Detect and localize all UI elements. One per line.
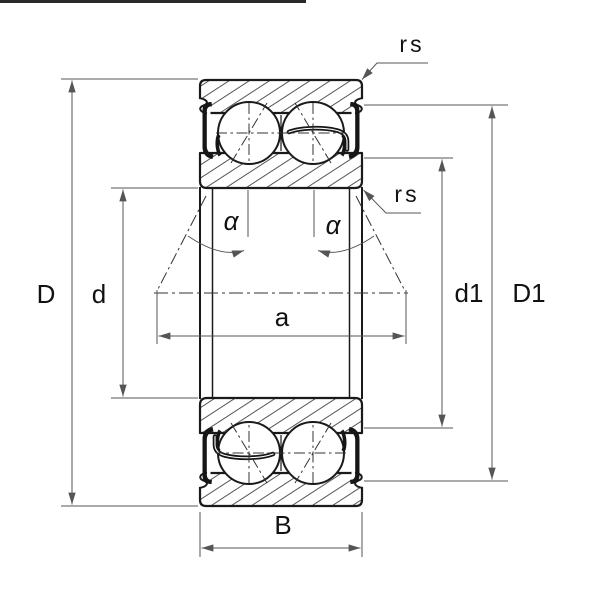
label-rs-top: rs [399, 31, 424, 57]
rs-leader-inner [363, 189, 421, 214]
label-a: a [275, 302, 290, 332]
dimension-d1 [364, 157, 453, 429]
label-rs-inner: rs [394, 181, 419, 207]
label-d: d [92, 279, 106, 309]
label-D: D [37, 279, 56, 309]
label-alpha-right: α [326, 210, 342, 240]
alpha-arc-left [187, 235, 245, 258]
dimension-d [111, 187, 198, 399]
dimension-a [156, 290, 407, 344]
contact-line-right [355, 195, 406, 292]
bore-region [154, 187, 408, 399]
label-D1: D1 [512, 278, 545, 308]
label-B: B [274, 510, 291, 540]
label-alpha-left: α [224, 206, 240, 236]
contact-angle-annotation [187, 190, 375, 258]
rs-leader-top [361, 62, 428, 80]
alpha-arc-right [317, 235, 375, 258]
contact-line-left [156, 195, 207, 292]
label-d1: d1 [455, 278, 484, 308]
dimension-D [61, 78, 198, 507]
dimension-B [199, 512, 363, 557]
bearing-section-bottom [198, 398, 365, 506]
bearing-section-top [198, 80, 365, 188]
dimension-D1 [364, 104, 508, 482]
